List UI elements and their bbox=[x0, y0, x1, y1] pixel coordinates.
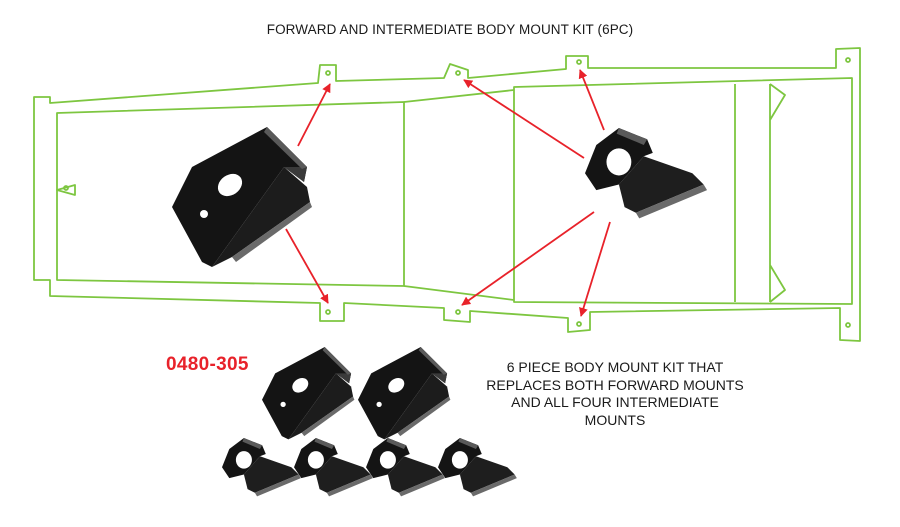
arrow-forward-lower bbox=[285, 228, 329, 304]
description-line: AND ALL FOUR INTERMEDIATE bbox=[511, 394, 719, 410]
frame-inner-rail-rear bbox=[513, 77, 853, 305]
kit-intermediate-mount-1 bbox=[222, 438, 301, 497]
arrow-intermediate-lower-rear bbox=[579, 221, 611, 317]
mount-hole-corner-lower bbox=[845, 322, 851, 328]
mount-location-arrows bbox=[285, 69, 611, 317]
mount-hole-corner-upper bbox=[845, 57, 851, 63]
mount-hole-rear-lower bbox=[576, 321, 582, 327]
kit-forward-mount-1 bbox=[262, 347, 355, 440]
diagram-title: FORWARD AND INTERMEDIATE BODY MOUNT KIT … bbox=[266, 22, 634, 37]
kit-intermediate-mount-2 bbox=[294, 438, 373, 497]
description-line: MOUNTS bbox=[584, 411, 646, 428]
arrow-intermediate-lower-front bbox=[461, 211, 595, 306]
description-line: REPLACES BOTH FORWARD MOUNTS bbox=[486, 376, 744, 393]
chassis-frame-outline bbox=[33, 47, 861, 342]
mount-hole-rear-upper bbox=[576, 59, 582, 65]
kit-intermediate-mount-4 bbox=[438, 438, 517, 497]
part-number-label: 0480-305 bbox=[166, 354, 249, 375]
mount-hole-front-center bbox=[63, 185, 69, 191]
arrow-forward-upper bbox=[297, 83, 331, 147]
frame-outer-outline bbox=[33, 47, 861, 342]
arrow-intermediate-upper-front bbox=[463, 79, 585, 159]
arrow-intermediate-upper-rear bbox=[578, 69, 605, 131]
kit-description: 6 PIECE BODY MOUNT KIT THAT REPLACES BOT… bbox=[452, 359, 778, 429]
mount-hole-front-upper bbox=[325, 70, 331, 76]
frame-crossmember bbox=[403, 89, 515, 301]
mount-hole-front-lower bbox=[325, 309, 331, 315]
forward-mount-bracket-large bbox=[172, 127, 312, 267]
kit-intermediate-mount-3 bbox=[366, 438, 445, 497]
frame-front-crossbar bbox=[56, 184, 76, 196]
mount-hole-mid-lower bbox=[455, 309, 461, 315]
frame-rear-bed-section bbox=[734, 83, 786, 303]
kit-forward-mount-2 bbox=[358, 347, 451, 440]
mount-hole-mid-upper bbox=[455, 70, 461, 76]
description-line: 6 PIECE BODY MOUNT KIT THAT bbox=[506, 359, 724, 375]
intermediate-mount-bracket-large bbox=[585, 128, 708, 219]
